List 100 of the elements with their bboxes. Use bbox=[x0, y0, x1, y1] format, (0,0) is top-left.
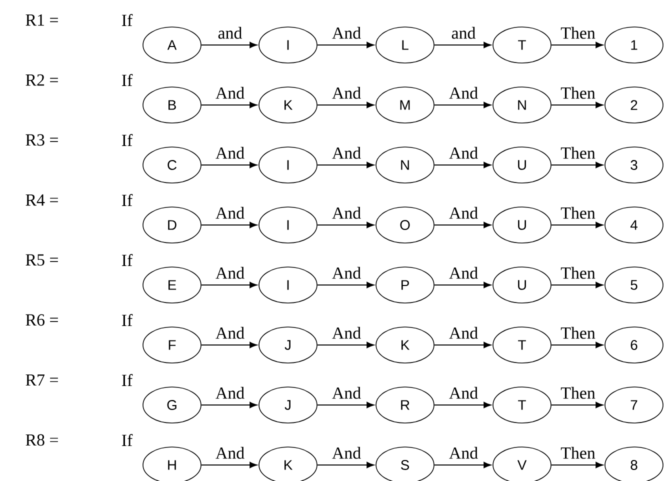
arrow bbox=[200, 102, 258, 108]
arrow bbox=[200, 342, 258, 348]
if-keyword: If bbox=[122, 134, 133, 146]
edge-label: And bbox=[332, 26, 361, 39]
ellipse-node: B bbox=[142, 86, 202, 124]
ellipse-node: N bbox=[492, 86, 552, 124]
ellipse-node: T bbox=[492, 386, 552, 424]
if-keyword: If bbox=[122, 74, 133, 86]
arrow bbox=[434, 342, 492, 348]
if-keyword: If bbox=[122, 314, 133, 326]
arrow bbox=[316, 42, 374, 48]
rule-name: R3 = bbox=[26, 134, 58, 146]
edge-label: And bbox=[332, 146, 361, 159]
edge-label: And bbox=[216, 386, 244, 399]
arrow bbox=[316, 222, 374, 228]
edge-label: And bbox=[216, 266, 244, 279]
edge-label: And bbox=[332, 206, 361, 219]
arrow bbox=[434, 102, 492, 108]
arrow bbox=[316, 342, 374, 348]
edge-label: And bbox=[216, 326, 244, 339]
ellipse-node: M bbox=[376, 86, 434, 124]
ellipse-node: I bbox=[258, 146, 318, 184]
ellipse-node: U bbox=[492, 146, 552, 184]
arrow bbox=[434, 462, 492, 468]
edge-label: and bbox=[452, 26, 476, 39]
if-keyword: If bbox=[122, 14, 133, 26]
edge-label: And bbox=[332, 86, 361, 99]
ellipse-node: I bbox=[258, 266, 318, 304]
edge-label: And bbox=[449, 206, 478, 219]
edge-label: Then bbox=[560, 386, 596, 399]
edge-label: And bbox=[449, 446, 478, 459]
ellipse-node: 3 bbox=[604, 146, 664, 184]
rule-name: R2 = bbox=[26, 74, 58, 86]
arrow bbox=[434, 282, 492, 288]
ellipse-node: K bbox=[376, 326, 434, 364]
edge-label: And bbox=[449, 386, 478, 399]
ellipse-node: F bbox=[142, 326, 202, 364]
arrow bbox=[434, 222, 492, 228]
ellipse-node: N bbox=[376, 146, 434, 184]
rule-name: R4 = bbox=[26, 194, 58, 206]
ellipse-node: J bbox=[258, 326, 318, 364]
arrow bbox=[550, 102, 604, 108]
arrow bbox=[316, 162, 374, 168]
arrow bbox=[316, 402, 374, 408]
edge-label: And bbox=[332, 326, 361, 339]
edge-label: And bbox=[216, 446, 244, 459]
if-keyword: If bbox=[122, 254, 133, 266]
ellipse-node: C bbox=[142, 146, 202, 184]
arrow bbox=[434, 162, 492, 168]
ellipse-node: I bbox=[258, 26, 318, 64]
arrow bbox=[316, 462, 374, 468]
edge-label: Then bbox=[560, 206, 596, 219]
if-keyword: If bbox=[122, 374, 133, 386]
arrow bbox=[200, 402, 258, 408]
arrow bbox=[550, 282, 604, 288]
edge-label: And bbox=[216, 146, 244, 159]
ellipse-node: T bbox=[492, 26, 552, 64]
if-keyword: If bbox=[122, 194, 133, 206]
rule-name: R8 = bbox=[26, 434, 58, 446]
ellipse-node: U bbox=[492, 206, 552, 244]
arrow bbox=[434, 402, 492, 408]
edge-label: Then bbox=[560, 86, 596, 99]
ellipse-node: R bbox=[376, 386, 434, 424]
arrow bbox=[550, 162, 604, 168]
ellipse-node: A bbox=[142, 26, 202, 64]
edge-label: Then bbox=[560, 326, 596, 339]
arrow bbox=[200, 42, 258, 48]
edge-label: And bbox=[449, 86, 478, 99]
ellipse-node: T bbox=[492, 326, 552, 364]
arrow bbox=[316, 282, 374, 288]
if-keyword: If bbox=[122, 434, 133, 446]
ellipse-node: L bbox=[376, 26, 434, 64]
edge-label: And bbox=[332, 266, 361, 279]
arrow bbox=[200, 222, 258, 228]
ellipse-node: 6 bbox=[604, 326, 664, 364]
ellipse-node: G bbox=[142, 386, 202, 424]
arrow bbox=[200, 162, 258, 168]
ellipse-node: 5 bbox=[604, 266, 664, 304]
edge-label: and bbox=[218, 26, 242, 39]
arrow bbox=[200, 282, 258, 288]
ellipse-node: 4 bbox=[604, 206, 664, 244]
ellipse-node: P bbox=[376, 266, 434, 304]
ellipse-node: O bbox=[376, 206, 434, 244]
edge-label: And bbox=[216, 86, 244, 99]
arrow bbox=[316, 102, 374, 108]
ellipse-node: I bbox=[258, 206, 318, 244]
edge-label: Then bbox=[560, 26, 596, 39]
rule-name: R1 = bbox=[26, 14, 58, 26]
arrow bbox=[550, 342, 604, 348]
ellipse-node: K bbox=[258, 86, 318, 124]
arrow bbox=[550, 462, 604, 468]
edge-label: And bbox=[449, 146, 478, 159]
arrow bbox=[550, 402, 604, 408]
rule-name: R7 = bbox=[26, 374, 58, 386]
ellipse-node: U bbox=[492, 266, 552, 304]
arrow bbox=[550, 42, 604, 48]
edge-label: Then bbox=[560, 266, 596, 279]
edge-label: And bbox=[332, 446, 361, 459]
edge-label: And bbox=[216, 206, 244, 219]
arrow bbox=[550, 222, 604, 228]
